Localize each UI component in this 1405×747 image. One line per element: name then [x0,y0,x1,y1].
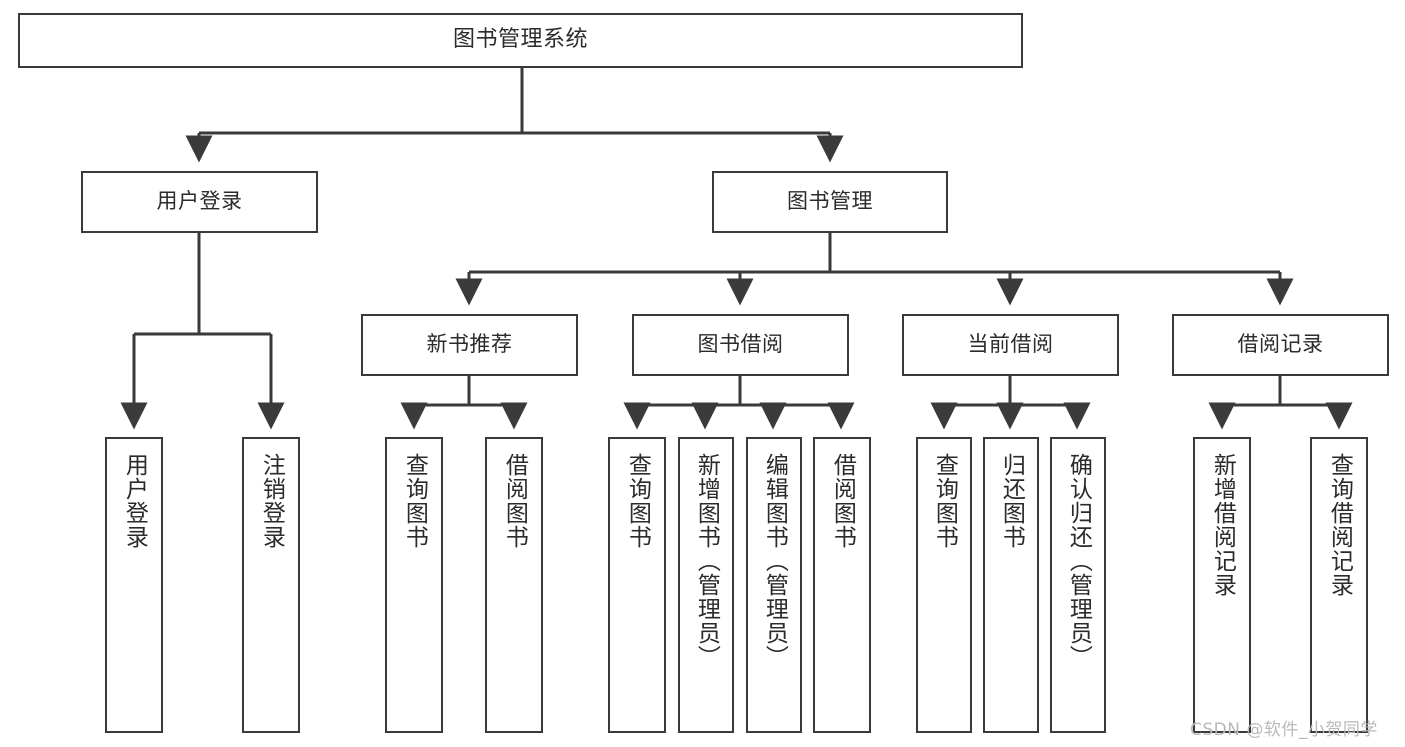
node-label: 归还图书 [998,453,1025,549]
node-leaf-add-borrow-record[interactable]: 新增借阅记录 [1193,437,1251,733]
node-book-management-system[interactable]: 图书管理系统 [18,13,1023,68]
node-label: 确认归还（管理员） [1065,453,1092,669]
node-label: 查询借阅记录 [1326,453,1353,597]
node-label: 图书管理系统 [452,27,588,53]
node-leaf-return-book[interactable]: 归还图书 [983,437,1039,733]
node-label: 注销登录 [258,453,285,549]
node-label: 借阅图书 [501,453,528,549]
node-leaf-edit-book-admin[interactable]: 编辑图书（管理员） [746,437,802,733]
watermark-text: CSDN @软件_小贺同学 [1190,720,1378,740]
node-leaf-logout[interactable]: 注销登录 [242,437,300,733]
node-label: 用户登录 [121,453,148,549]
node-leaf-borrow-book[interactable]: 借阅图书 [813,437,871,733]
node-label: 编辑图书（管理员） [761,453,788,669]
node-label: 图书管理 [787,189,873,214]
node-leaf-confirm-return-admin[interactable]: 确认归还（管理员） [1050,437,1106,733]
node-label: 查询图书 [624,453,651,549]
node-user-login[interactable]: 用户登录 [81,171,318,233]
node-label: 借阅记录 [1237,332,1324,357]
node-label: 新增图书（管理员） [693,453,720,669]
node-label: 当前借阅 [967,332,1054,357]
node-leaf-query-book-borrow[interactable]: 查询图书 [608,437,666,733]
node-label: 图书借阅 [697,332,784,357]
node-leaf-add-book-admin[interactable]: 新增图书（管理员） [678,437,734,733]
node-book-borrow[interactable]: 图书借阅 [632,314,849,376]
node-label: 查询图书 [931,453,958,549]
node-leaf-query-borrow-record[interactable]: 查询借阅记录 [1310,437,1368,733]
node-label: 用户登录 [156,189,243,214]
node-label: 借阅图书 [829,453,856,549]
node-leaf-query-book-current[interactable]: 查询图书 [916,437,972,733]
node-new-book-recommend[interactable]: 新书推荐 [361,314,578,376]
node-leaf-user-login[interactable]: 用户登录 [105,437,163,733]
node-leaf-borrow-book-recommend[interactable]: 借阅图书 [485,437,543,733]
node-book-management[interactable]: 图书管理 [712,171,948,233]
node-current-borrow[interactable]: 当前借阅 [902,314,1119,376]
node-label: 查询图书 [401,453,428,549]
node-label: 新书推荐 [426,332,513,357]
node-label: 新增借阅记录 [1209,453,1236,597]
node-leaf-query-book-recommend[interactable]: 查询图书 [385,437,443,733]
node-borrow-record[interactable]: 借阅记录 [1172,314,1389,376]
